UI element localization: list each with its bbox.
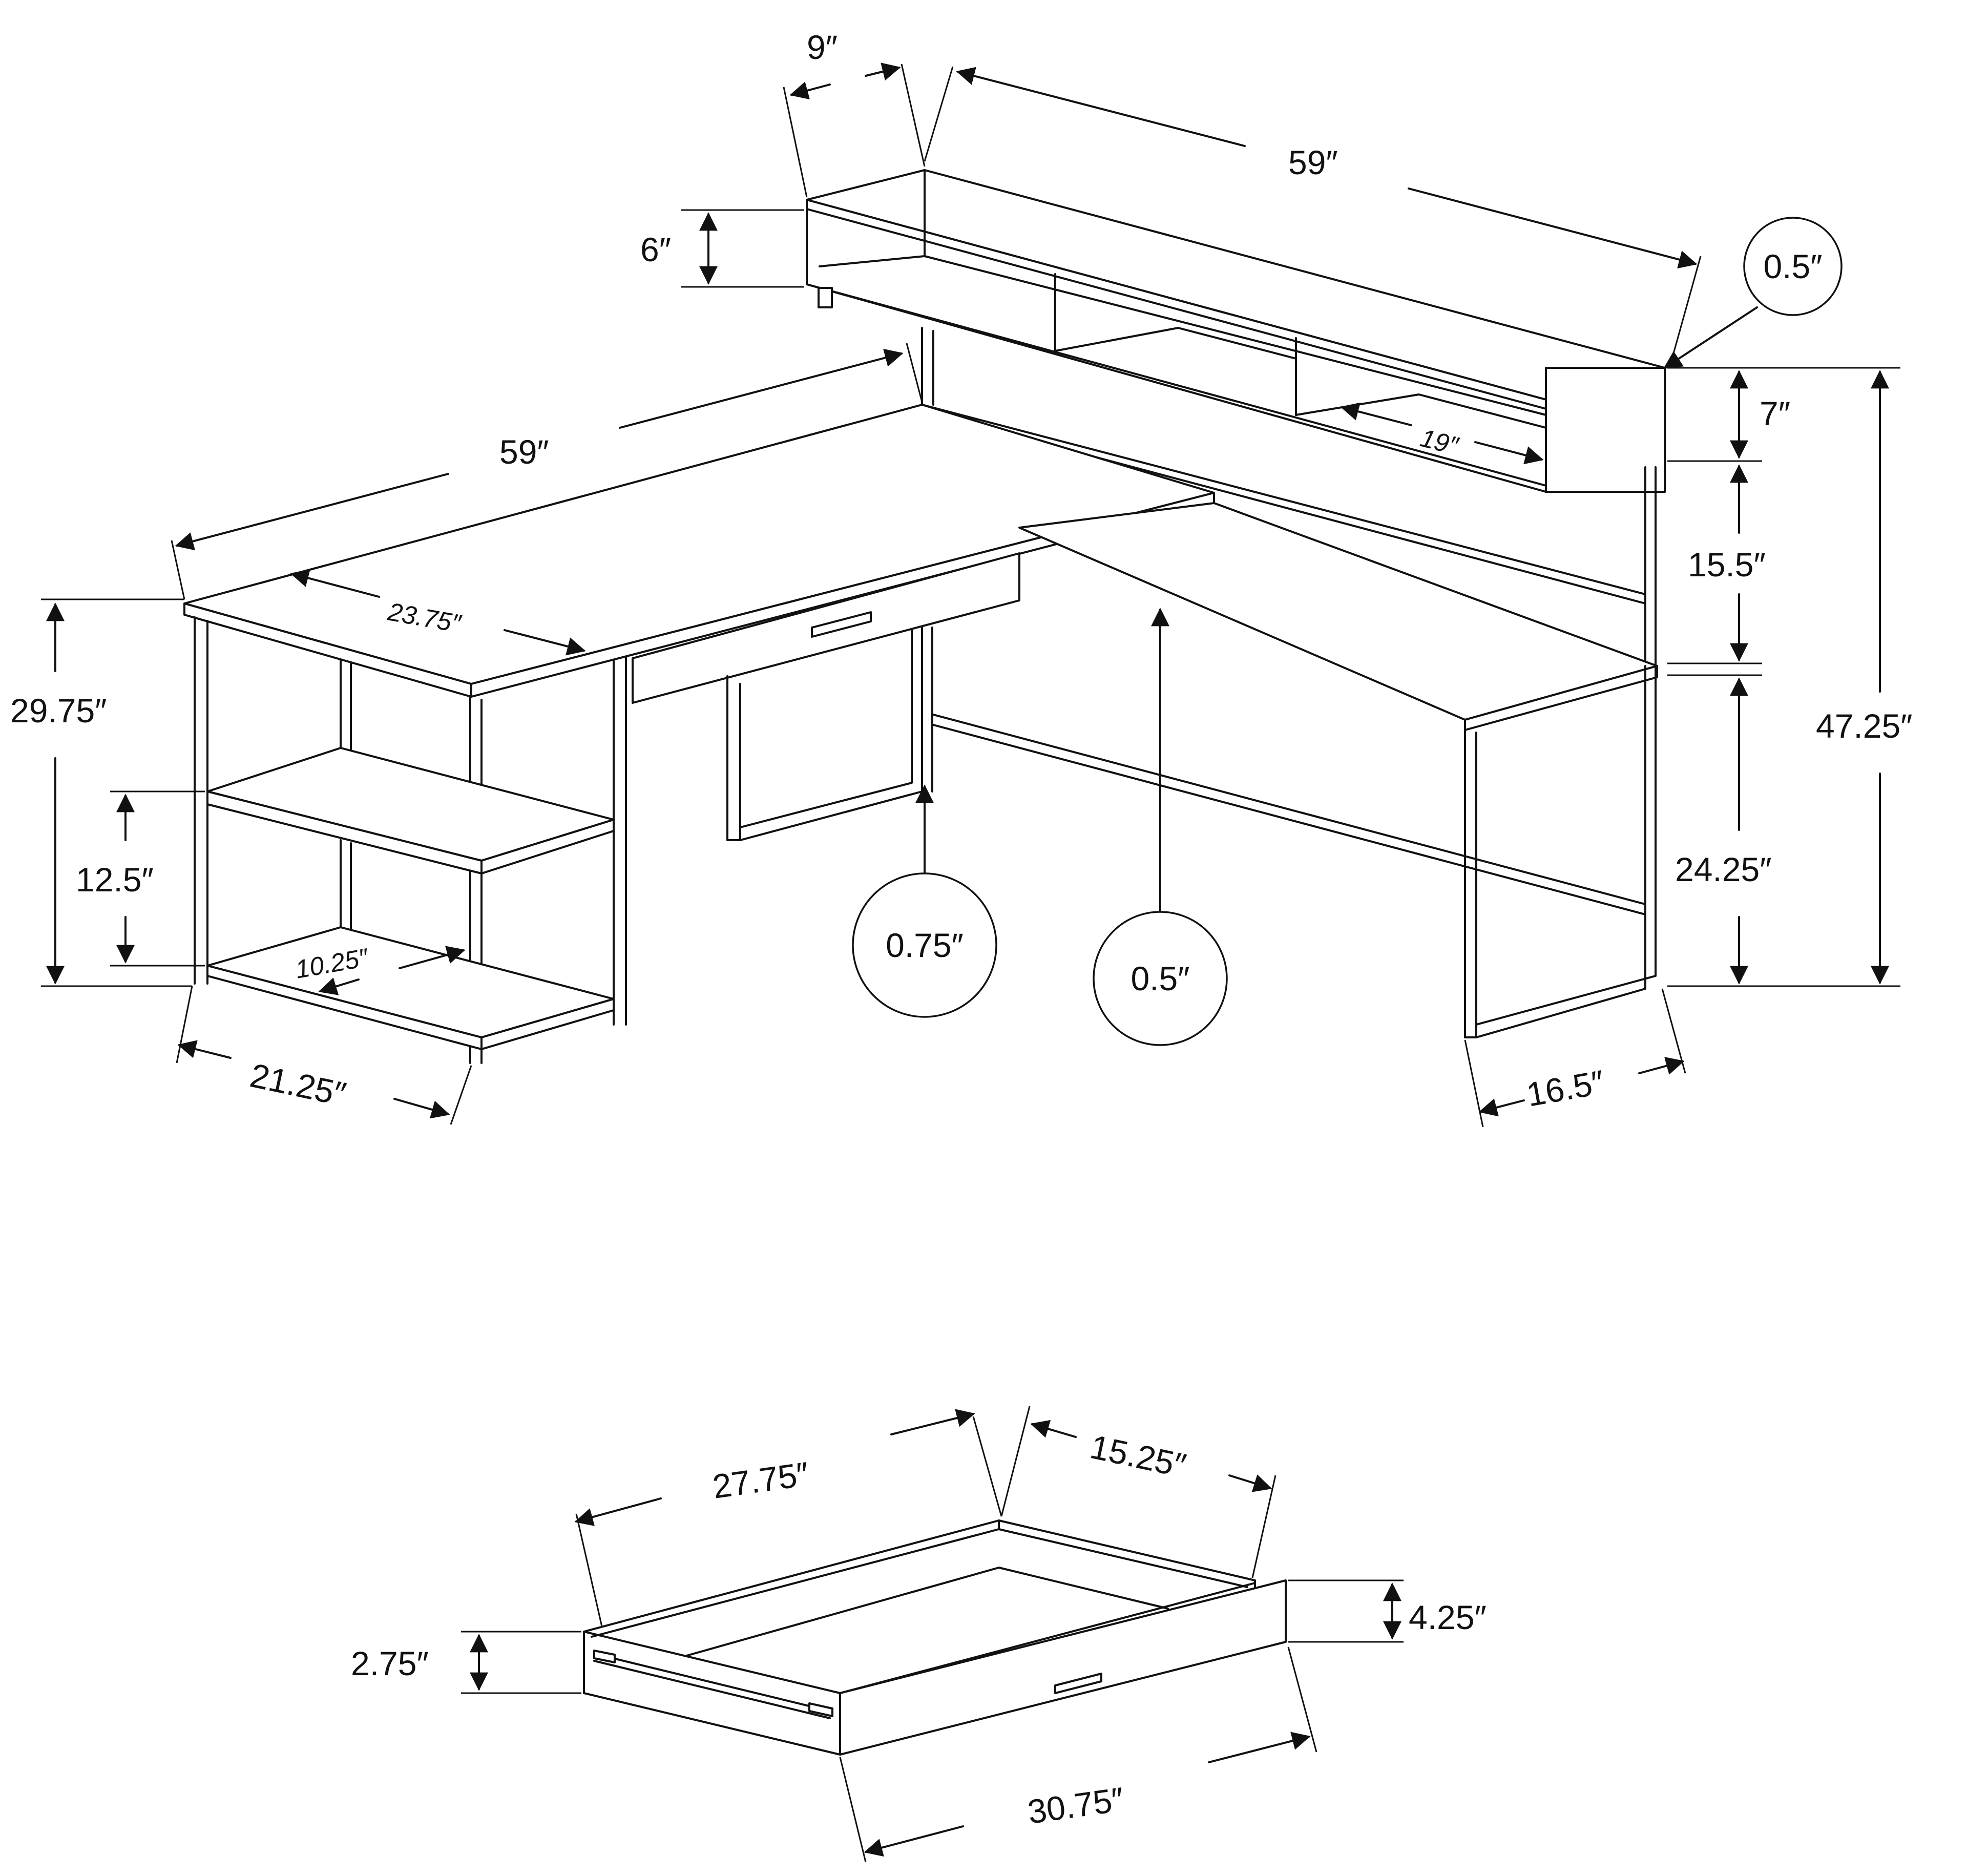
hutch-height-label: 6″ — [640, 231, 671, 268]
callout-circle — [852, 872, 997, 1018]
hutch — [806, 169, 1666, 493]
drawer-front-height-label: 4.25″ — [1409, 1598, 1487, 1636]
hutch-clearance-label: 15.5″ — [1688, 546, 1766, 583]
return-legs — [921, 665, 1657, 1038]
left-shelf-unit — [194, 616, 627, 1064]
return-height-label: 24.25″ — [1675, 850, 1772, 888]
desk-height-label: 29.75″ — [10, 692, 107, 729]
return-thickness-callout-label: 0.5″ — [1131, 960, 1189, 997]
panel-thickness-callout-label: 0.5″ — [1763, 247, 1822, 285]
callout-circle — [1093, 911, 1228, 1046]
return-desktop — [1018, 502, 1658, 731]
left-depth-label: 21.25″ — [247, 1056, 349, 1113]
drawer-front-width-label: 30.75″ — [1026, 1780, 1126, 1831]
desktop-thickness-callout-label: 0.75″ — [886, 926, 964, 964]
drawer-side-height-label: 2.75″ — [351, 1644, 429, 1682]
drawer-box — [583, 1519, 1287, 1756]
total-height-label: 47.25″ — [1816, 707, 1913, 745]
drawer-depth-label: 27.75″ — [710, 1454, 811, 1506]
hutch-depth-label: 9″ — [807, 28, 838, 66]
return-depth-label: 16.5″ — [1524, 1063, 1607, 1114]
desktop — [183, 404, 1215, 698]
desk-dimension-lines — [41, 62, 1900, 1128]
desk-dimension-labels: 9″ 59″ 6″ 0.5″ 59″ 19″ 7″ 15.5″ 47.25″ 2… — [10, 28, 1913, 1114]
hutch-drop-label: 7″ — [1760, 394, 1790, 432]
drawer-drawing: 27.75″ 15.25″ 4.25″ 2.75″ 30.75″ — [351, 1406, 1487, 1863]
hutch-width-label: 59″ — [1288, 143, 1338, 181]
desk-drawing: 9″ 59″ 6″ 0.5″ 59″ 19″ 7″ 15.5″ 47.25″ 2… — [10, 28, 1913, 1128]
shelf-spacing-label: 12.5″ — [76, 861, 154, 899]
drawer-inner-width-label: 15.25″ — [1087, 1427, 1189, 1485]
desktop-width-label: 59″ — [499, 433, 549, 471]
hutch-supports — [921, 327, 1657, 667]
desk-drawer — [632, 552, 1020, 704]
callout-circle — [1743, 217, 1843, 316]
drawer-dimension-lines — [461, 1406, 1404, 1863]
